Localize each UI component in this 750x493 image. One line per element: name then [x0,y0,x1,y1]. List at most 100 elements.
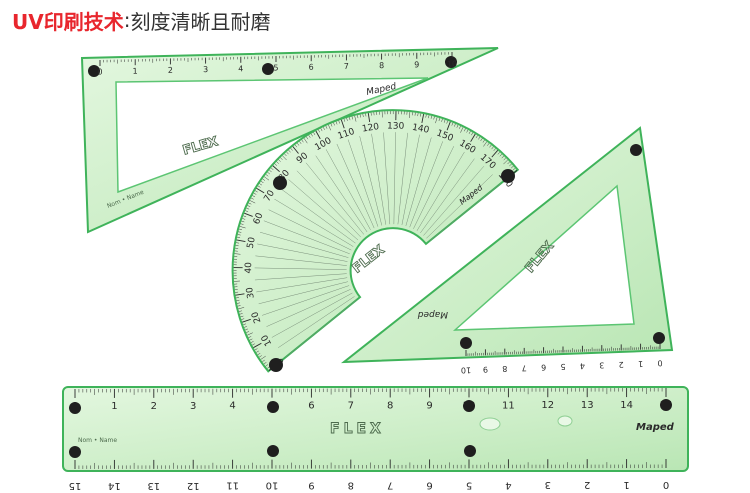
scale-label: 9 [308,480,314,491]
scale-label: 10 [461,365,471,374]
scale-label: 9 [426,400,432,411]
protractor-tick [286,151,289,155]
protractor-tick [470,133,476,142]
scale-label: 5 [560,362,565,371]
protractor-tick [265,364,269,367]
protractor-tick [468,131,471,134]
protractor-tick [263,362,267,365]
hole-icon [267,445,279,457]
protractor-tick [249,200,256,204]
scale-label: 8 [387,400,393,411]
protractor-tick [446,120,448,124]
hole-icon [464,445,476,457]
protractor-ray [254,267,347,270]
protractor-tick [466,129,469,133]
protractor-tick [433,116,435,120]
scale-label: 6 [426,479,432,490]
hole-icon [273,176,287,190]
protractor-tick [501,155,505,159]
protractor-tick [264,176,270,181]
protractor-tick [239,313,243,315]
protractor-tick [483,141,488,147]
protractor-tick [248,202,252,205]
protractor-ray [296,170,361,238]
protractor-tick [262,359,265,362]
protractor-tick [343,118,346,122]
protractor-tick [257,185,261,188]
protractor-tick [491,150,499,158]
protractor-tick [237,234,241,236]
protractor-tick [248,336,252,338]
scale-label: 3 [203,65,208,74]
protractor-tick [238,231,242,233]
scale-label: 3 [599,361,604,370]
protractor-ray [255,255,347,266]
hole-icon [267,401,279,413]
protractor-tick [254,348,258,351]
protractor: 0102030405060708090100110120130140150160… [231,109,520,373]
scale-label: 7 [344,62,349,71]
protractor-tick [240,315,244,318]
protractor-label: 60 [252,211,266,226]
protractor-ray [393,132,396,225]
protractor-tick [234,253,241,255]
protractor-tick [244,212,253,217]
protractor-tick [292,146,299,154]
protractor-ray [423,166,485,236]
protractor-tick [478,136,481,140]
protractor-ray [359,136,383,226]
protractor-tick [243,215,247,218]
protractor-tick [446,121,451,131]
protractor-tick [333,122,335,126]
protractor-ray [266,289,351,327]
protractor-label: 10 [260,332,274,347]
caption: UV印刷技术 : 刻度清晰且耐磨 [12,6,270,34]
protractor-tick [451,122,454,126]
protractor-tick [236,239,246,243]
protractor-ray [268,209,352,251]
protractor-tick [471,132,474,136]
scale-label: 13 [147,480,160,491]
protractor-tick [299,141,302,144]
protractor-tick [265,174,269,177]
protractor-ray [336,143,375,229]
protractor-tick [503,159,508,165]
protractor-tick [236,299,240,301]
protractor-tick [246,207,250,210]
scale-label: 14 [620,400,633,411]
protractor-ray [257,243,348,262]
protractor-label: 30 [245,286,257,299]
hole-icon [630,144,642,156]
protractor-tick [421,113,425,123]
hole-icon [463,400,475,412]
protractor-tick [340,119,345,129]
protractor-tick [238,310,242,312]
protractor-tick [276,161,279,164]
protractor-tick [425,114,427,118]
protractor-ray [315,155,368,233]
protractor-tick [509,163,512,167]
scale-label: 4 [238,64,243,73]
scale-label: 1 [623,479,629,490]
protractor-tick [246,331,250,333]
protractor-ray [288,179,359,241]
protractor-tick [247,332,253,336]
scale-label: 4 [505,479,511,490]
protractor-tick [482,139,485,143]
protractor-ray [416,151,465,231]
scale-label: 12 [541,400,554,411]
protractor-tick [443,119,446,123]
protractor-tick [487,143,490,146]
scale-label: 2 [168,66,173,75]
protractor-tick [456,124,459,128]
protractor-tick [237,305,241,307]
protractor-ray [263,220,350,255]
protractor-tick [272,165,280,173]
hole-icon [660,399,672,411]
scale-label: 0 [657,358,662,367]
protractor-ray [280,188,356,244]
protractor-tick [288,149,291,153]
